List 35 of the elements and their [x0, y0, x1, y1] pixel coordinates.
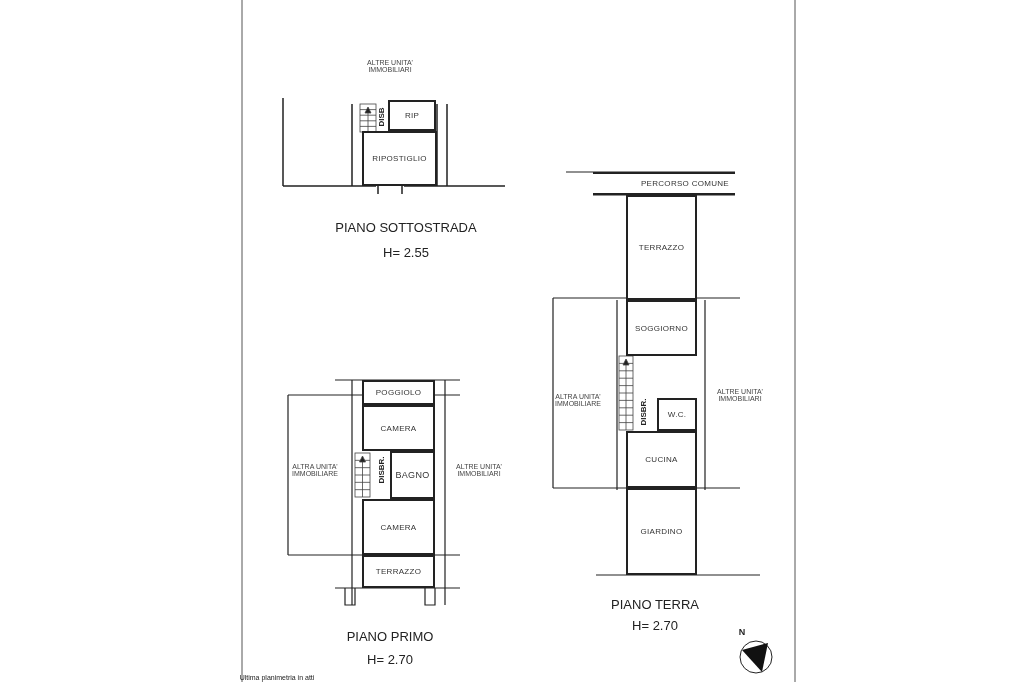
outdoor-area — [626, 195, 697, 300]
room-name: CAMERA — [380, 522, 417, 532]
floor-title: PIANO PRIMO — [346, 628, 434, 644]
room-name: CAMERA — [380, 423, 417, 433]
room-name: GIARDINO — [640, 527, 683, 536]
room-name: RIP — [404, 111, 420, 120]
room-name: BAGNO — [395, 470, 430, 480]
room-outline — [362, 405, 435, 451]
room-name: SOGGIORNO — [635, 323, 688, 333]
room-outline — [362, 499, 435, 555]
floor-title: PIANO TERRA — [611, 596, 699, 612]
room-name: DISBR. — [376, 456, 386, 484]
room-outline — [388, 100, 436, 131]
room-name: TERRAZZO — [638, 243, 685, 252]
ceiling-height: H= 2.70 — [367, 651, 413, 667]
room-name: W.C. — [667, 410, 687, 419]
room-name: RIPOSTIGLIO — [372, 154, 427, 163]
ceiling-height: H= 2.55 — [383, 244, 429, 260]
room-name: DISBR. — [638, 398, 648, 426]
room-name: PERCORSO COMUNE — [640, 179, 729, 188]
room-outline — [626, 431, 697, 488]
room-outline — [362, 131, 437, 186]
room-outline — [390, 451, 435, 499]
ceiling-height: H= 2.70 — [632, 617, 678, 633]
outdoor-area — [626, 488, 697, 575]
outdoor-area — [362, 555, 435, 588]
room-name: TERRAZZO — [375, 567, 422, 576]
room-outline — [657, 398, 697, 431]
floor-title: PIANO SOTTOSTRADA — [335, 219, 477, 235]
room-name: DISB — [376, 107, 386, 127]
room-name: CUCINA — [645, 455, 678, 464]
room-name: POGGIOLO — [375, 388, 422, 397]
outdoor-area — [362, 380, 435, 405]
north-letter: N — [738, 627, 746, 637]
room-outline — [626, 300, 697, 356]
